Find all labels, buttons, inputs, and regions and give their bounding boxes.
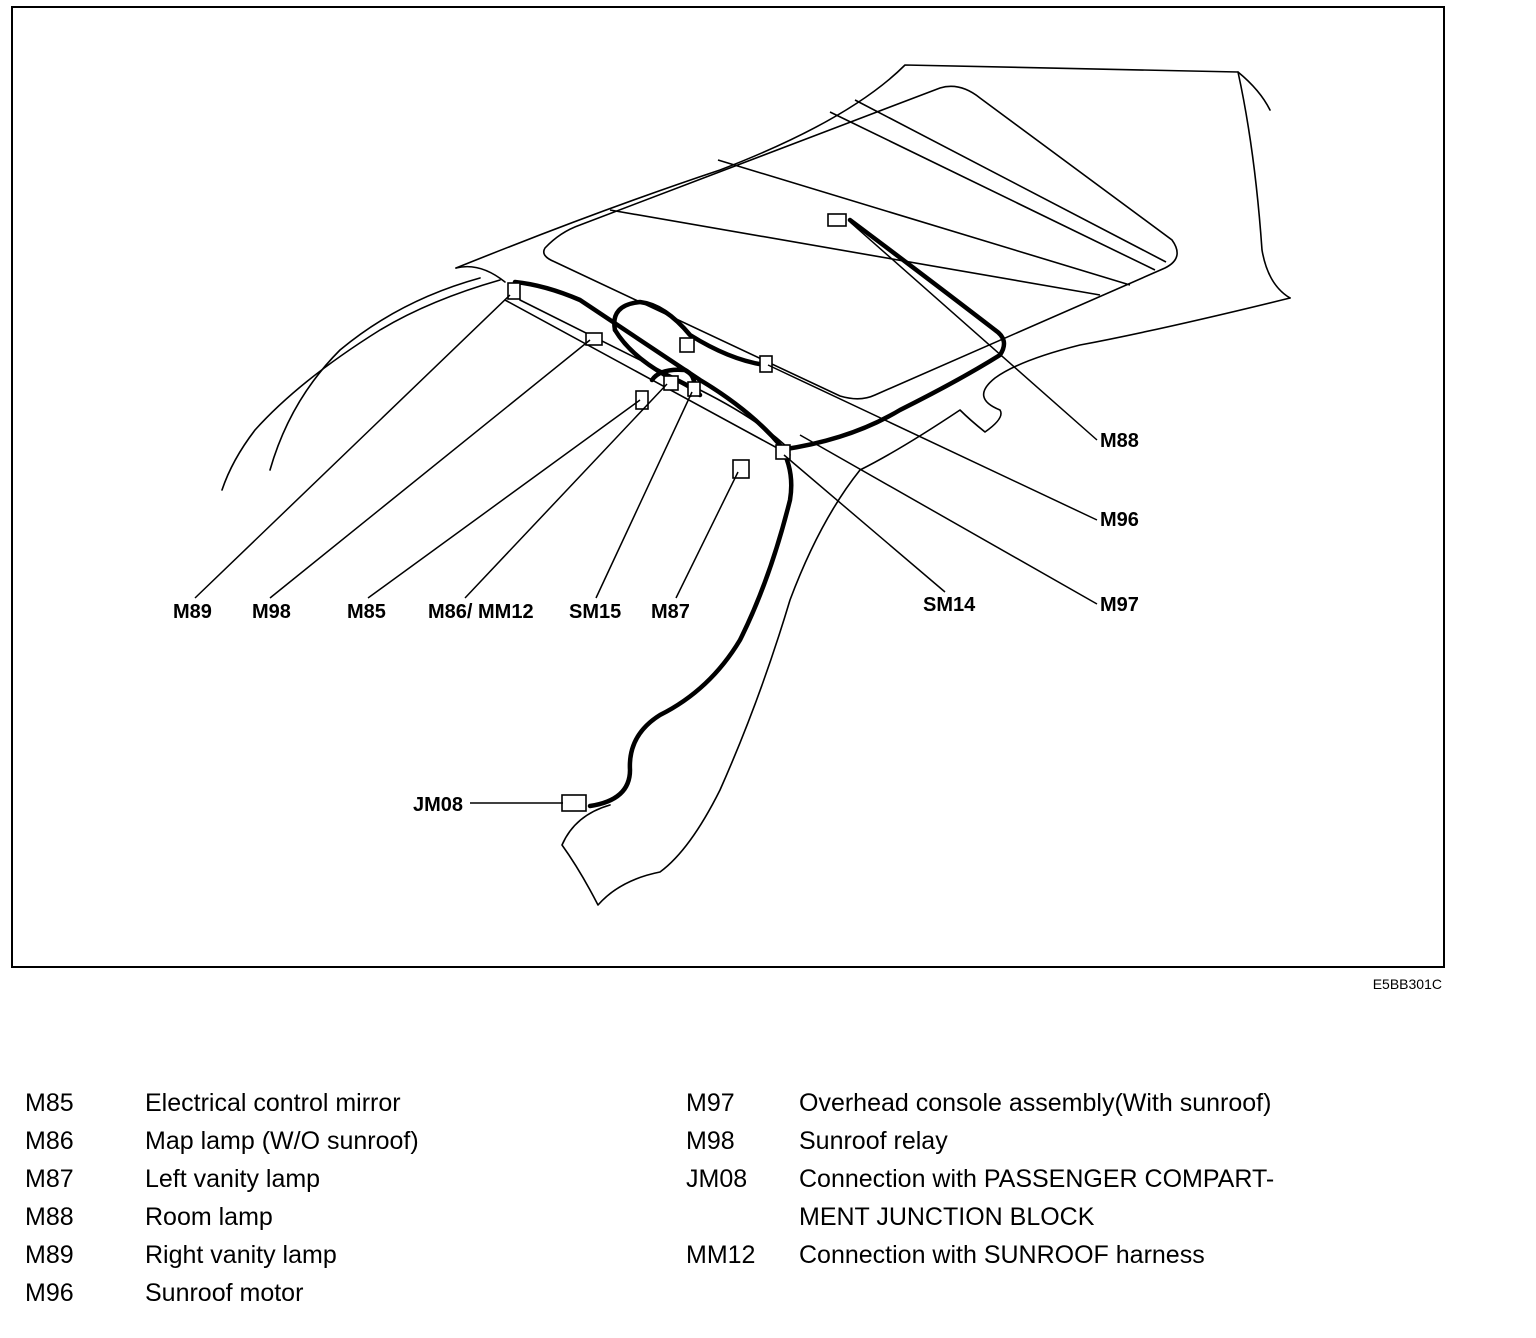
callout-labels: M89 M98 M85 M86/ MM12 SM15 M87 SM14 M97 … <box>173 430 1139 816</box>
legend-code: M86 <box>25 1127 74 1155</box>
legend-description: Sunroof relay <box>799 1127 948 1155</box>
legend-code: M89 <box>25 1241 74 1269</box>
legend-description: Electrical control mirror <box>145 1089 401 1117</box>
legend-description: Left vanity lamp <box>145 1165 321 1193</box>
legend-code: M88 <box>25 1203 74 1231</box>
legend-code: M87 <box>25 1165 74 1193</box>
legend-code: MM12 <box>686 1241 756 1269</box>
legend-code: JM08 <box>686 1165 748 1193</box>
callout-m87: M87 <box>651 601 690 623</box>
callout-m86-mm12: M86/ MM12 <box>428 601 534 623</box>
legend-description: Room lamp <box>145 1203 273 1231</box>
legend-description: Overhead console assembly(With sunroof) <box>799 1089 1272 1117</box>
connector-m97 <box>679 337 695 353</box>
callout-m97: M97 <box>1100 594 1139 616</box>
connector-m96 <box>759 355 773 373</box>
callout-m88: M88 <box>1100 430 1139 452</box>
leader-lines <box>194 221 1098 804</box>
connector-m88 <box>827 213 847 227</box>
callout-m89: M89 <box>173 601 212 623</box>
sunroof-panel <box>542 85 1178 400</box>
wire-harness <box>512 217 1007 809</box>
connector-jm08 <box>561 794 587 812</box>
legend-code: M85 <box>25 1089 74 1117</box>
callout-m85: M85 <box>347 601 386 623</box>
roof-harness-diagram: M89 M98 M85 M86/ MM12 SM15 M87 SM14 M97 … <box>173 64 1291 906</box>
callout-m96: M96 <box>1100 509 1139 531</box>
connector-m89 <box>507 282 521 300</box>
diagram-frame <box>11 6 1445 968</box>
callout-sm14: SM14 <box>923 594 976 616</box>
legend-description: Connection with PASSENGER COMPART- <box>799 1165 1275 1193</box>
legend-code: M96 <box>25 1279 74 1307</box>
roof-outline <box>221 64 1291 906</box>
legend-description: Sunroof motor <box>145 1279 304 1307</box>
legend-description: Right vanity lamp <box>145 1241 337 1269</box>
connector-m98 <box>585 332 603 346</box>
legend-description: MENT JUNCTION BLOCK <box>799 1203 1095 1231</box>
connectors <box>507 213 847 812</box>
legend-code: M97 <box>686 1089 735 1117</box>
connector-sm15 <box>687 381 701 397</box>
legend-code: M98 <box>686 1127 735 1155</box>
figure-code: E5BB301C <box>1372 976 1442 992</box>
connector-m87 <box>732 459 750 479</box>
callout-jm08: JM08 <box>413 794 463 816</box>
connector-m85 <box>635 390 649 410</box>
connector-sm14 <box>775 444 791 460</box>
connector-m86 <box>663 375 679 391</box>
legend-description: Connection with SUNROOF harness <box>799 1241 1205 1269</box>
callout-sm15: SM15 <box>569 601 621 623</box>
callout-m98: M98 <box>252 601 291 623</box>
legend-description: Map lamp (W/O sunroof) <box>145 1127 419 1155</box>
